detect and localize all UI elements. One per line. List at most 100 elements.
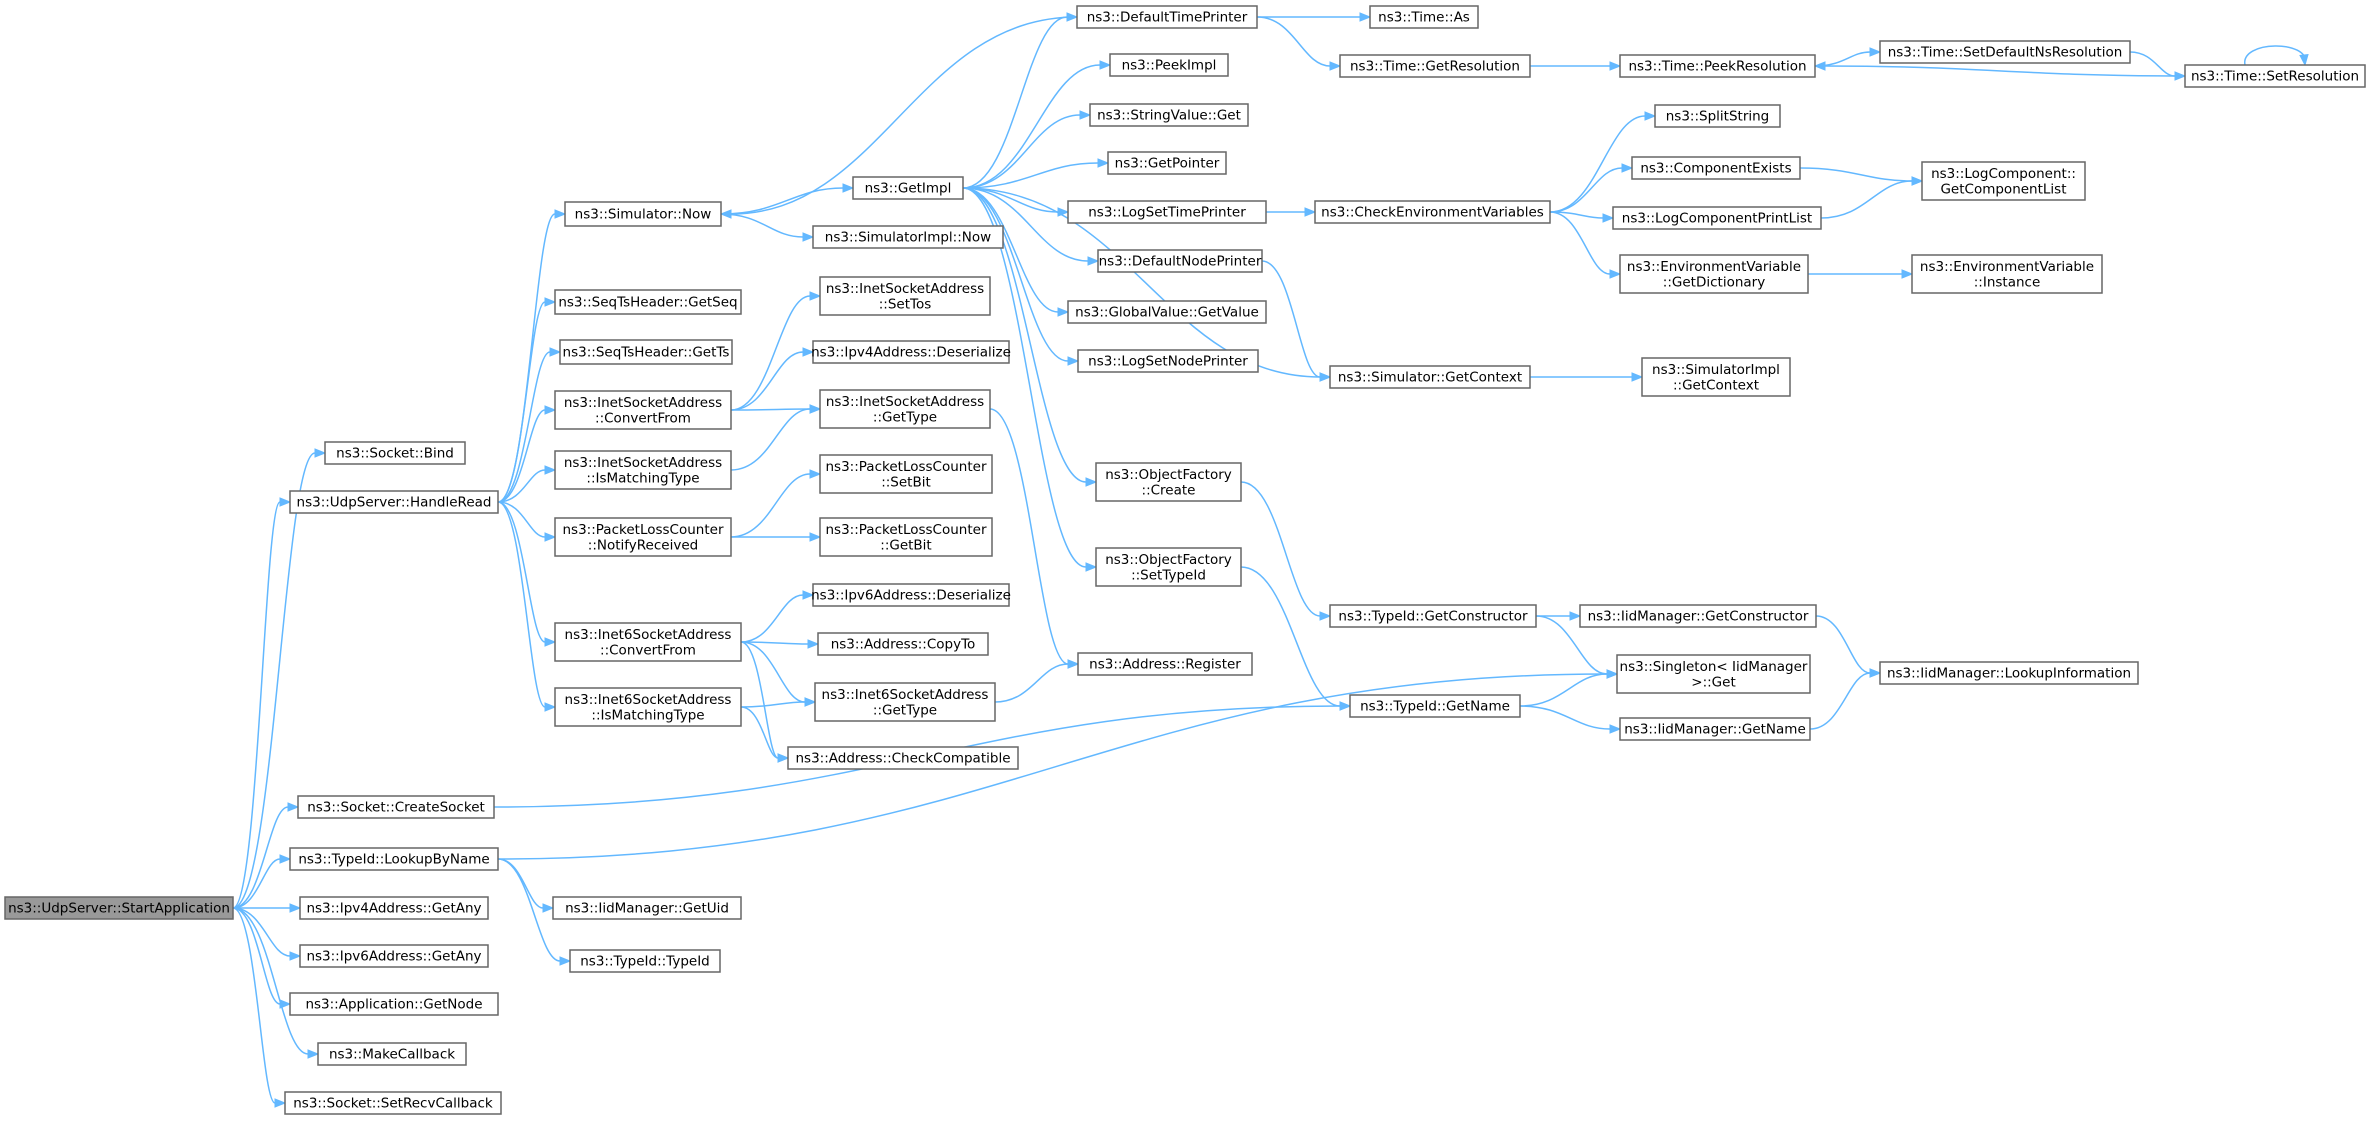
edge-arrowhead xyxy=(802,232,815,242)
edge-arrowhead xyxy=(544,405,557,415)
node-object-factory-set-typeid[interactable]: ns3::ObjectFactory::SetTypeId xyxy=(1095,547,1242,587)
node-iid-get-constructor[interactable]: ns3::IidManager::GetConstructor xyxy=(1579,604,1817,628)
node-seqts-get-ts[interactable]: ns3::SeqTsHeader::GetTs xyxy=(559,339,733,365)
node-object-factory-create[interactable]: ns3::ObjectFactory::Create xyxy=(1095,462,1242,502)
node-time-peek-resolution[interactable]: ns3::Time::PeekResolution xyxy=(1619,54,1816,78)
edge-line xyxy=(232,907,281,1005)
node-ipv4-get-any[interactable]: ns3::Ipv4Address::GetAny xyxy=(299,896,489,920)
node-plc-set-bit[interactable]: ns3::PacketLossCounter::SetBit xyxy=(819,454,993,494)
node-create-socket[interactable]: ns3::Socket::CreateSocket xyxy=(297,795,495,819)
node-handle-read[interactable]: ns3::UdpServer::HandleRead xyxy=(289,490,499,514)
node-iid-lookup-information[interactable]: ns3::IidManager::LookupInformation xyxy=(1879,661,2139,685)
node-get-pointer[interactable]: ns3::GetPointer xyxy=(1107,151,1227,175)
edge-line xyxy=(962,114,1081,189)
edge-arrowhead xyxy=(1606,669,1619,679)
node-start-application[interactable]: ns3::UdpServer::StartApplication xyxy=(4,896,234,920)
node-check-env-vars[interactable]: ns3::CheckEnvironmentVariables xyxy=(1314,200,1551,224)
node-inet-is-matching[interactable]: ns3::InetSocketAddress::IsMatchingType xyxy=(554,450,732,490)
node-ipv6-deserialize[interactable]: ns3::Ipv6Address::Deserialize xyxy=(811,583,1011,607)
node-label: ns3::InetSocketAddress xyxy=(826,394,984,410)
node-plc-notify-received[interactable]: ns3::PacketLossCounter::NotifyReceived xyxy=(554,517,732,557)
node-iid-get-uid[interactable]: ns3::IidManager::GetUid xyxy=(552,896,742,920)
node-box xyxy=(1921,161,2086,201)
node-simulator-get-context[interactable]: ns3::Simulator::GetContext xyxy=(1329,365,1531,389)
node-inet-set-tos[interactable]: ns3::InetSocketAddress::SetTos xyxy=(819,276,991,316)
node-make-callback[interactable]: ns3::MakeCallback xyxy=(317,1042,467,1066)
node-log-component-print-list[interactable]: ns3::LogComponentPrintList xyxy=(1612,206,1822,230)
node-inet6-is-matching[interactable]: ns3::Inet6SocketAddress::IsMatchingType xyxy=(554,687,742,727)
node-iid-get-name[interactable]: ns3::IidManager::GetName xyxy=(1619,717,1811,741)
node-global-value-get-value[interactable]: ns3::GlobalValue::GetValue xyxy=(1067,300,1267,324)
node-simimpl-get-context[interactable]: ns3::SimulatorImpl::GetContext xyxy=(1641,357,1791,397)
node-env-instance[interactable]: ns3::EnvironmentVariable::Instance xyxy=(1911,254,2103,294)
node-log-set-time-printer[interactable]: ns3::LogSetTimePrinter xyxy=(1067,200,1267,224)
node-log-get-component-list[interactable]: ns3::LogComponent::GetComponentList xyxy=(1921,161,2086,201)
edge-line xyxy=(730,295,811,411)
node-plc-get-bit[interactable]: ns3::PacketLossCounter::GetBit xyxy=(819,517,993,557)
node-inet-get-type[interactable]: ns3::InetSocketAddress::GetType xyxy=(819,389,991,429)
node-application-get-node[interactable]: ns3::Application::GetNode xyxy=(289,992,499,1016)
edge-arrowhead xyxy=(1609,269,1622,279)
node-box xyxy=(554,289,742,315)
node-address-copy-to[interactable]: ns3::Address::CopyTo xyxy=(817,632,989,656)
node-time-as[interactable]: ns3::Time::As xyxy=(1369,5,1479,29)
edge-arrowhead xyxy=(842,183,855,193)
edge-line xyxy=(232,452,316,909)
node-lookup-by-name[interactable]: ns3::TypeId::LookupByName xyxy=(289,847,499,871)
node-simimpl-now[interactable]: ns3::SimulatorImpl::Now xyxy=(812,225,1004,249)
edge-arrowhead xyxy=(1869,47,1882,57)
node-box xyxy=(559,339,733,365)
edge-arrowhead xyxy=(1085,562,1098,572)
node-get-impl[interactable]: ns3::GetImpl xyxy=(852,176,964,200)
edge-line xyxy=(232,907,276,1104)
node-time-get-resolution[interactable]: ns3::Time::GetResolution xyxy=(1339,54,1531,78)
node-peek-impl[interactable]: ns3::PeekImpl xyxy=(1109,53,1229,77)
node-time-set-resolution[interactable]: ns3::Time::SetResolution xyxy=(2184,64,2366,88)
edge-line xyxy=(497,213,556,503)
node-box xyxy=(554,622,742,662)
node-log-set-node-printer[interactable]: ns3::LogSetNodePrinter xyxy=(1077,349,1259,373)
node-seqts-get-seq[interactable]: ns3::SeqTsHeader::GetSeq xyxy=(554,289,742,315)
node-inet6-get-type[interactable]: ns3::Inet6SocketAddress::GetType xyxy=(814,682,996,722)
node-socket-bind[interactable]: ns3::Socket::Bind xyxy=(324,441,466,465)
edge-line xyxy=(740,701,806,708)
node-box xyxy=(1076,5,1258,29)
edge-object-factory-set-typeid-to-typeid-get-name xyxy=(1240,566,1352,711)
node-address-register[interactable]: ns3::Address::Register xyxy=(1077,652,1253,676)
edge-line xyxy=(962,16,1068,189)
edge-arrowhead xyxy=(314,448,327,458)
node-label: ::GetDictionary xyxy=(1663,274,1765,290)
edge-arrowhead xyxy=(1099,60,1112,70)
node-inet6-convert-from[interactable]: ns3::Inet6SocketAddress::ConvertFrom xyxy=(554,622,742,662)
node-ipv4-deserialize[interactable]: ns3::Ipv4Address::Deserialize xyxy=(811,340,1011,364)
node-typeid-get-constructor[interactable]: ns3::TypeId::GetConstructor xyxy=(1329,604,1537,628)
node-label: ns3::Address::CopyTo xyxy=(831,637,976,653)
edge-line xyxy=(962,187,1087,568)
node-label: ns3::Ipv6Address::GetAny xyxy=(306,949,481,965)
edge-arrowhead xyxy=(1067,659,1080,669)
node-singleton-get[interactable]: ns3::Singleton< IidManager >::Get xyxy=(1616,654,1811,694)
node-simulator-now[interactable]: ns3::Simulator::Now xyxy=(564,201,722,227)
node-inet-convert-from[interactable]: ns3::InetSocketAddress::ConvertFrom xyxy=(554,390,732,430)
edge-line xyxy=(740,706,779,759)
node-ipv6-get-any[interactable]: ns3::Ipv6Address::GetAny xyxy=(299,944,489,968)
node-typeid-get-name[interactable]: ns3::TypeId::GetName xyxy=(1349,694,1521,718)
node-label: ::ConvertFrom xyxy=(600,642,696,658)
node-label: ns3::InetSocketAddress xyxy=(564,395,722,411)
edge-line xyxy=(497,501,546,708)
edge-arrowhead xyxy=(1304,207,1317,217)
node-component-exists[interactable]: ns3::ComponentExists xyxy=(1631,156,1801,180)
node-set-recv-callback[interactable]: ns3::Socket::SetRecvCallback xyxy=(284,1091,502,1115)
node-default-node-printer[interactable]: ns3::DefaultNodePrinter xyxy=(1097,249,1263,273)
edge-line xyxy=(232,806,289,909)
node-string-value-get[interactable]: ns3::StringValue::Get xyxy=(1089,103,1249,127)
node-default-time-printer[interactable]: ns3::DefaultTimePrinter xyxy=(1076,5,1258,29)
node-split-string[interactable]: ns3::SplitString xyxy=(1654,104,1781,128)
edge-line xyxy=(962,187,1069,362)
node-env-get-dictionary[interactable]: ns3::EnvironmentVariable::GetDictionary xyxy=(1619,254,1809,294)
node-typeid-typeid[interactable]: ns3::TypeId::TypeId xyxy=(569,949,721,973)
node-box xyxy=(317,1042,467,1066)
node-time-set-default-ns[interactable]: ns3::Time::SetDefaultNsResolution xyxy=(1879,40,2131,64)
edge-get-impl-to-object-factory-set-typeid xyxy=(962,187,1098,572)
node-address-check-compatible[interactable]: ns3::Address::CheckCompatible xyxy=(787,746,1019,770)
